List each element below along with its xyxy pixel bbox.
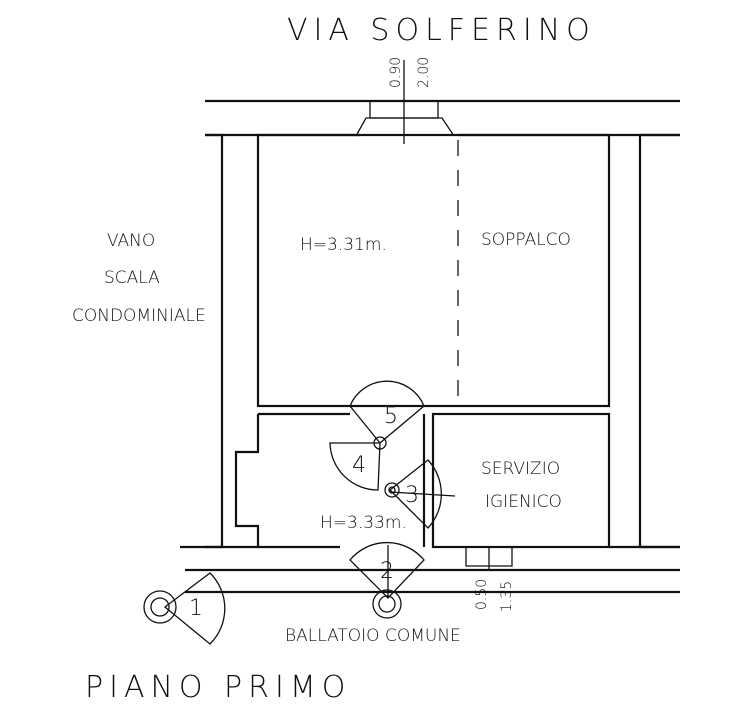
viewpoint-3-number: 3: [405, 483, 419, 508]
stair-label-line3: CONDOMINIALE: [72, 306, 206, 326]
viewpoint-1-number: 1: [189, 596, 203, 621]
viewpoint-4-number: 4: [352, 453, 366, 478]
viewpoint-4-cone: [329, 442, 381, 491]
viewpoint-2-marker-inner: [378, 595, 396, 613]
bathroom-label-line1: SERVIZIO: [481, 459, 560, 479]
viewpoint-2-number: 2: [380, 559, 394, 584]
viewpoint-3-axis: [389, 491, 456, 497]
window-dim-top-a: 0.90: [388, 57, 404, 88]
bathroom: [431, 412, 611, 549]
stair-label-line2: SCALA: [104, 268, 160, 288]
viewpoint-3-marker: [384, 482, 400, 498]
window-dim-bottom-a: 0.50: [474, 579, 490, 610]
main-room-height: H=3.31m.: [300, 235, 387, 255]
viewpoint-1-marker-inner: [150, 597, 170, 617]
mezzanine-label: SOPPALCO: [481, 230, 571, 250]
viewpoint-1-cone: [163, 572, 226, 645]
viewpoint-5-cone: [349, 380, 425, 444]
bathroom-label-line2: IGIENICO: [485, 492, 562, 512]
viewpoint-2-marker: [372, 589, 402, 619]
viewpoint-2-cone: [349, 542, 425, 599]
street-label: VIA SOLFERINO: [287, 13, 596, 48]
viewpoint-5-number: 5: [384, 404, 398, 429]
stairwell-wall-outer: [205, 133, 224, 549]
window-dim-top-b: 2.00: [416, 57, 432, 88]
lower-room-height: H=3.33m.: [320, 513, 407, 533]
viewpoint-3-marker-inner: [388, 486, 396, 494]
window-top-splay: [355, 117, 455, 137]
main-room: [256, 133, 611, 408]
window-dim-bottom-b: 1.35: [499, 581, 515, 612]
viewpoint-3-cone: [389, 459, 442, 529]
viewpoint-1-marker: [143, 590, 177, 624]
stair-label-line1: VANO: [107, 231, 155, 251]
lower-room: [222, 414, 260, 549]
neighbour-wall: [638, 133, 680, 549]
corridor-label: BALLATOIO COMUNE: [285, 626, 461, 646]
floor-label: PIANO PRIMO: [85, 670, 351, 705]
